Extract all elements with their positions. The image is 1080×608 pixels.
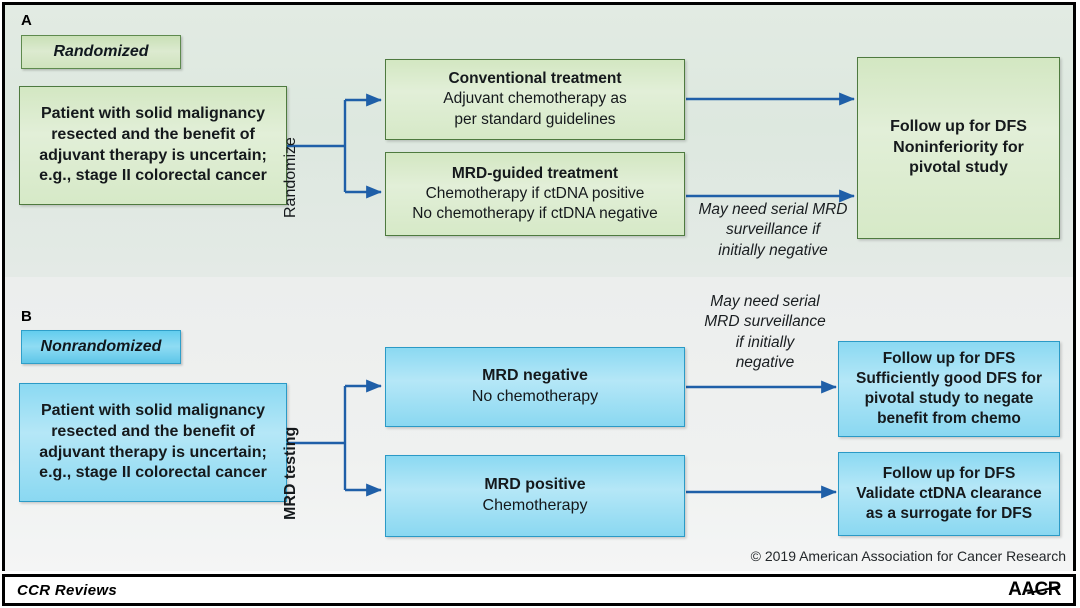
panel-b-source-line-2: resected and the benefit of — [51, 422, 255, 440]
figure-footer: CCR Reviews AACR — [2, 574, 1076, 606]
panel-a-outcome-line-1: Follow up for DFS — [890, 117, 1027, 135]
panel-a-outcome-box: Follow up for DFS Noninferiority for piv… — [857, 57, 1060, 239]
panel-a-annotation-line-3: initially negative — [718, 241, 828, 259]
panel-b-split-label: MRD testing — [282, 426, 299, 520]
panel-b-annotation: May need serial MRD surveillance if init… — [690, 292, 840, 374]
panel-b-annotation-line-2: MRD surveillance — [704, 313, 826, 331]
panel-b-outcome-box-negative: Follow up for DFS Sufficiently good DFS … — [838, 341, 1060, 437]
panel-a-outcome-line-3: pivotal study — [909, 159, 1008, 177]
panel-a-category-label: Randomized — [53, 43, 149, 60]
panel-a-category-chip: Randomized — [21, 35, 181, 69]
panel-a-branch-conventional-title: Conventional treatment — [448, 70, 622, 88]
panel-b-outcome-negative-line-4: benefit from chemo — [877, 410, 1021, 428]
panel-a-branch-conventional-line-1: Adjuvant chemotherapy as — [443, 90, 627, 108]
panel-a-branch-mrd-guided-line-2: No chemotherapy if ctDNA negative — [412, 205, 658, 223]
panel-a-branch-conventional: Conventional treatment Adjuvant chemothe… — [385, 59, 685, 140]
panel-a-branch-mrd-guided-line-1: Chemotherapy if ctDNA positive — [425, 184, 645, 202]
panel-a-branch-conventional-line-2: per standard guidelines — [454, 110, 616, 128]
panel-a-outcome-line-2: Noninferiority for — [893, 138, 1024, 156]
panel-b-source-box: Patient with solid malignancy resected a… — [19, 383, 287, 502]
panel-b-branch-mrd-negative: MRD negative No chemotherapy — [385, 347, 685, 427]
journal-section-label: CCR Reviews — [17, 581, 118, 599]
panel-a-source-line-1: Patient with solid malignancy — [40, 104, 266, 122]
panel-a-branch-mrd-guided: MRD-guided treatment Chemotherapy if ctD… — [385, 152, 685, 236]
panel-a-source-line-2: resected and the benefit of — [51, 125, 255, 143]
panel-b-outcome-positive-line-3: as a surrogate for DFS — [865, 505, 1033, 523]
panel-b-branch-mrd-negative-title: MRD negative — [482, 367, 588, 385]
panel-b-branch-mrd-negative-line-1: No chemotherapy — [471, 388, 599, 405]
panel-a-source-line-4: e.g., stage II colorectal cancer — [39, 167, 267, 185]
panel-b-annotation-line-3: if initially — [735, 333, 795, 351]
panel-b-branch-mrd-positive: MRD positive Chemotherapy — [385, 455, 685, 537]
aacr-logo: AACR — [1008, 579, 1061, 601]
panel-a-annotation: May need serial MRD surveillance if init… — [688, 200, 858, 261]
panel-a-annotation-line-1: May need serial MRD — [698, 201, 848, 218]
panel-b-outcome-positive-line-1: Follow up for DFS — [882, 464, 1016, 482]
panel-b-source-line-3: adjuvant therapy is uncertain; — [39, 443, 267, 461]
panel-b-letter: B — [21, 308, 32, 325]
panel-b-annotation-line-1: May need serial — [710, 293, 820, 310]
panel-b-source-line-4: e.g., stage II colorectal cancer — [39, 464, 267, 482]
panel-b-branch-mrd-positive-title: MRD positive — [484, 476, 586, 494]
panel-a-split-label: Randomize — [282, 137, 299, 218]
panel-b-annotation-line-4: negative — [735, 354, 795, 372]
aacr-logo-text: AACR — [1008, 579, 1061, 600]
panel-a-source-line-3: adjuvant therapy is uncertain; — [39, 146, 267, 164]
panel-a-branch-mrd-guided-title: MRD-guided treatment — [451, 164, 619, 182]
panel-b-outcome-negative-line-1: Follow up for DFS — [882, 349, 1016, 367]
panel-a-source-box: Patient with solid malignancy resected a… — [19, 86, 287, 205]
panel-b-outcome-negative-line-3: pivotal study to negate — [864, 390, 1034, 407]
copyright-notice: © 2019 American Association for Cancer R… — [750, 548, 1066, 564]
panel-b-category-label: Nonrandomized — [40, 338, 162, 355]
panel-b-category-chip: Nonrandomized — [21, 330, 181, 364]
panel-b-outcome-positive-line-2: Validate ctDNA clearance — [856, 484, 1042, 502]
panel-b-outcome-negative-line-2: Sufficiently good DFS for — [856, 369, 1042, 387]
panel-b-branch-mrd-positive-line-1: Chemotherapy — [482, 497, 588, 514]
panel-a-annotation-line-2: surveillance if — [726, 221, 820, 239]
panel-b-outcome-box-positive: Follow up for DFS Validate ctDNA clearan… — [838, 452, 1060, 536]
panel-a-letter: A — [21, 12, 32, 29]
panel-b-source-line-1: Patient with solid malignancy — [40, 401, 266, 419]
